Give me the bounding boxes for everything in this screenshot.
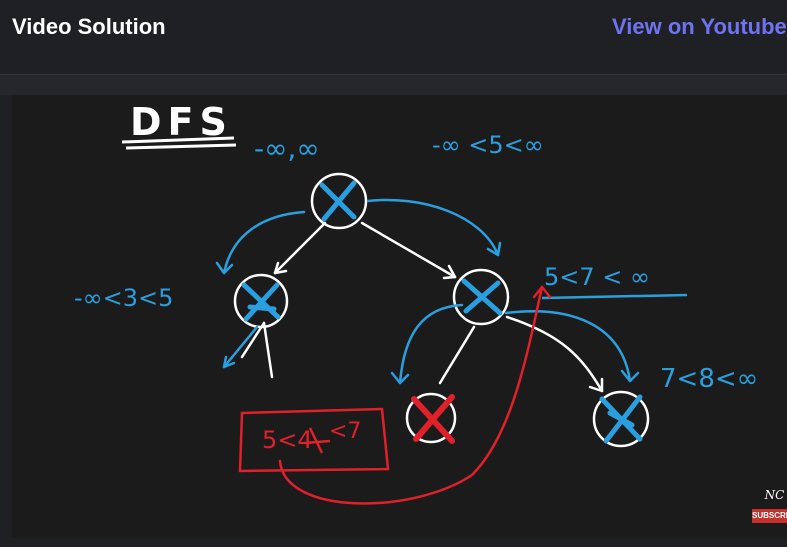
node-root [310,172,368,230]
subscribe-button[interactable]: SUBSCRIBE [752,509,787,523]
view-on-youtube-link[interactable]: View on Youtube [612,14,787,39]
channel-logo: NC [764,488,785,502]
node-right [452,268,510,326]
right-right-compare-label: 7<8<∞ [660,364,758,394]
heading-underline [121,136,237,150]
invalid-compare-pre: 5< [262,426,297,454]
node-right-right [592,390,650,448]
invalid-callout: 5<4 <7 [238,285,552,505]
whiteboard-drawing: DFS -∞,∞ -∞ <5<∞ -∞<3<5 5<7 < ∞ 7<8<∞ [74,100,758,505]
node-right-left [405,392,457,444]
left-compare-label: -∞<3<5 [74,284,173,312]
root-compare-label: -∞ <5<∞ [432,131,544,159]
invalid-compare-post: <7 [329,419,361,444]
node-left [233,273,289,329]
visited-marks [241,180,643,444]
video-player[interactable]: DFS -∞,∞ -∞ <5<∞ -∞<3<5 5<7 < ∞ 7<8<∞ [12,95,787,538]
header: Video Solution View on Youtube [0,0,787,75]
svg-text:5<4: 5<4 [262,426,313,454]
dfs-heading: DFS [130,100,233,144]
traversal-arrows [215,198,640,385]
tree-nodes [233,172,650,448]
section-gap [0,75,787,95]
right-compare-underline [541,293,688,300]
right-compare-label: 5<7 < ∞ [544,263,650,291]
tree-edges [240,221,604,393]
invalid-compare-value: 4 [297,426,312,454]
page-title: Video Solution [12,14,166,39]
root-bounds-label: -∞,∞ [254,132,320,165]
invalid-mark [411,394,455,444]
